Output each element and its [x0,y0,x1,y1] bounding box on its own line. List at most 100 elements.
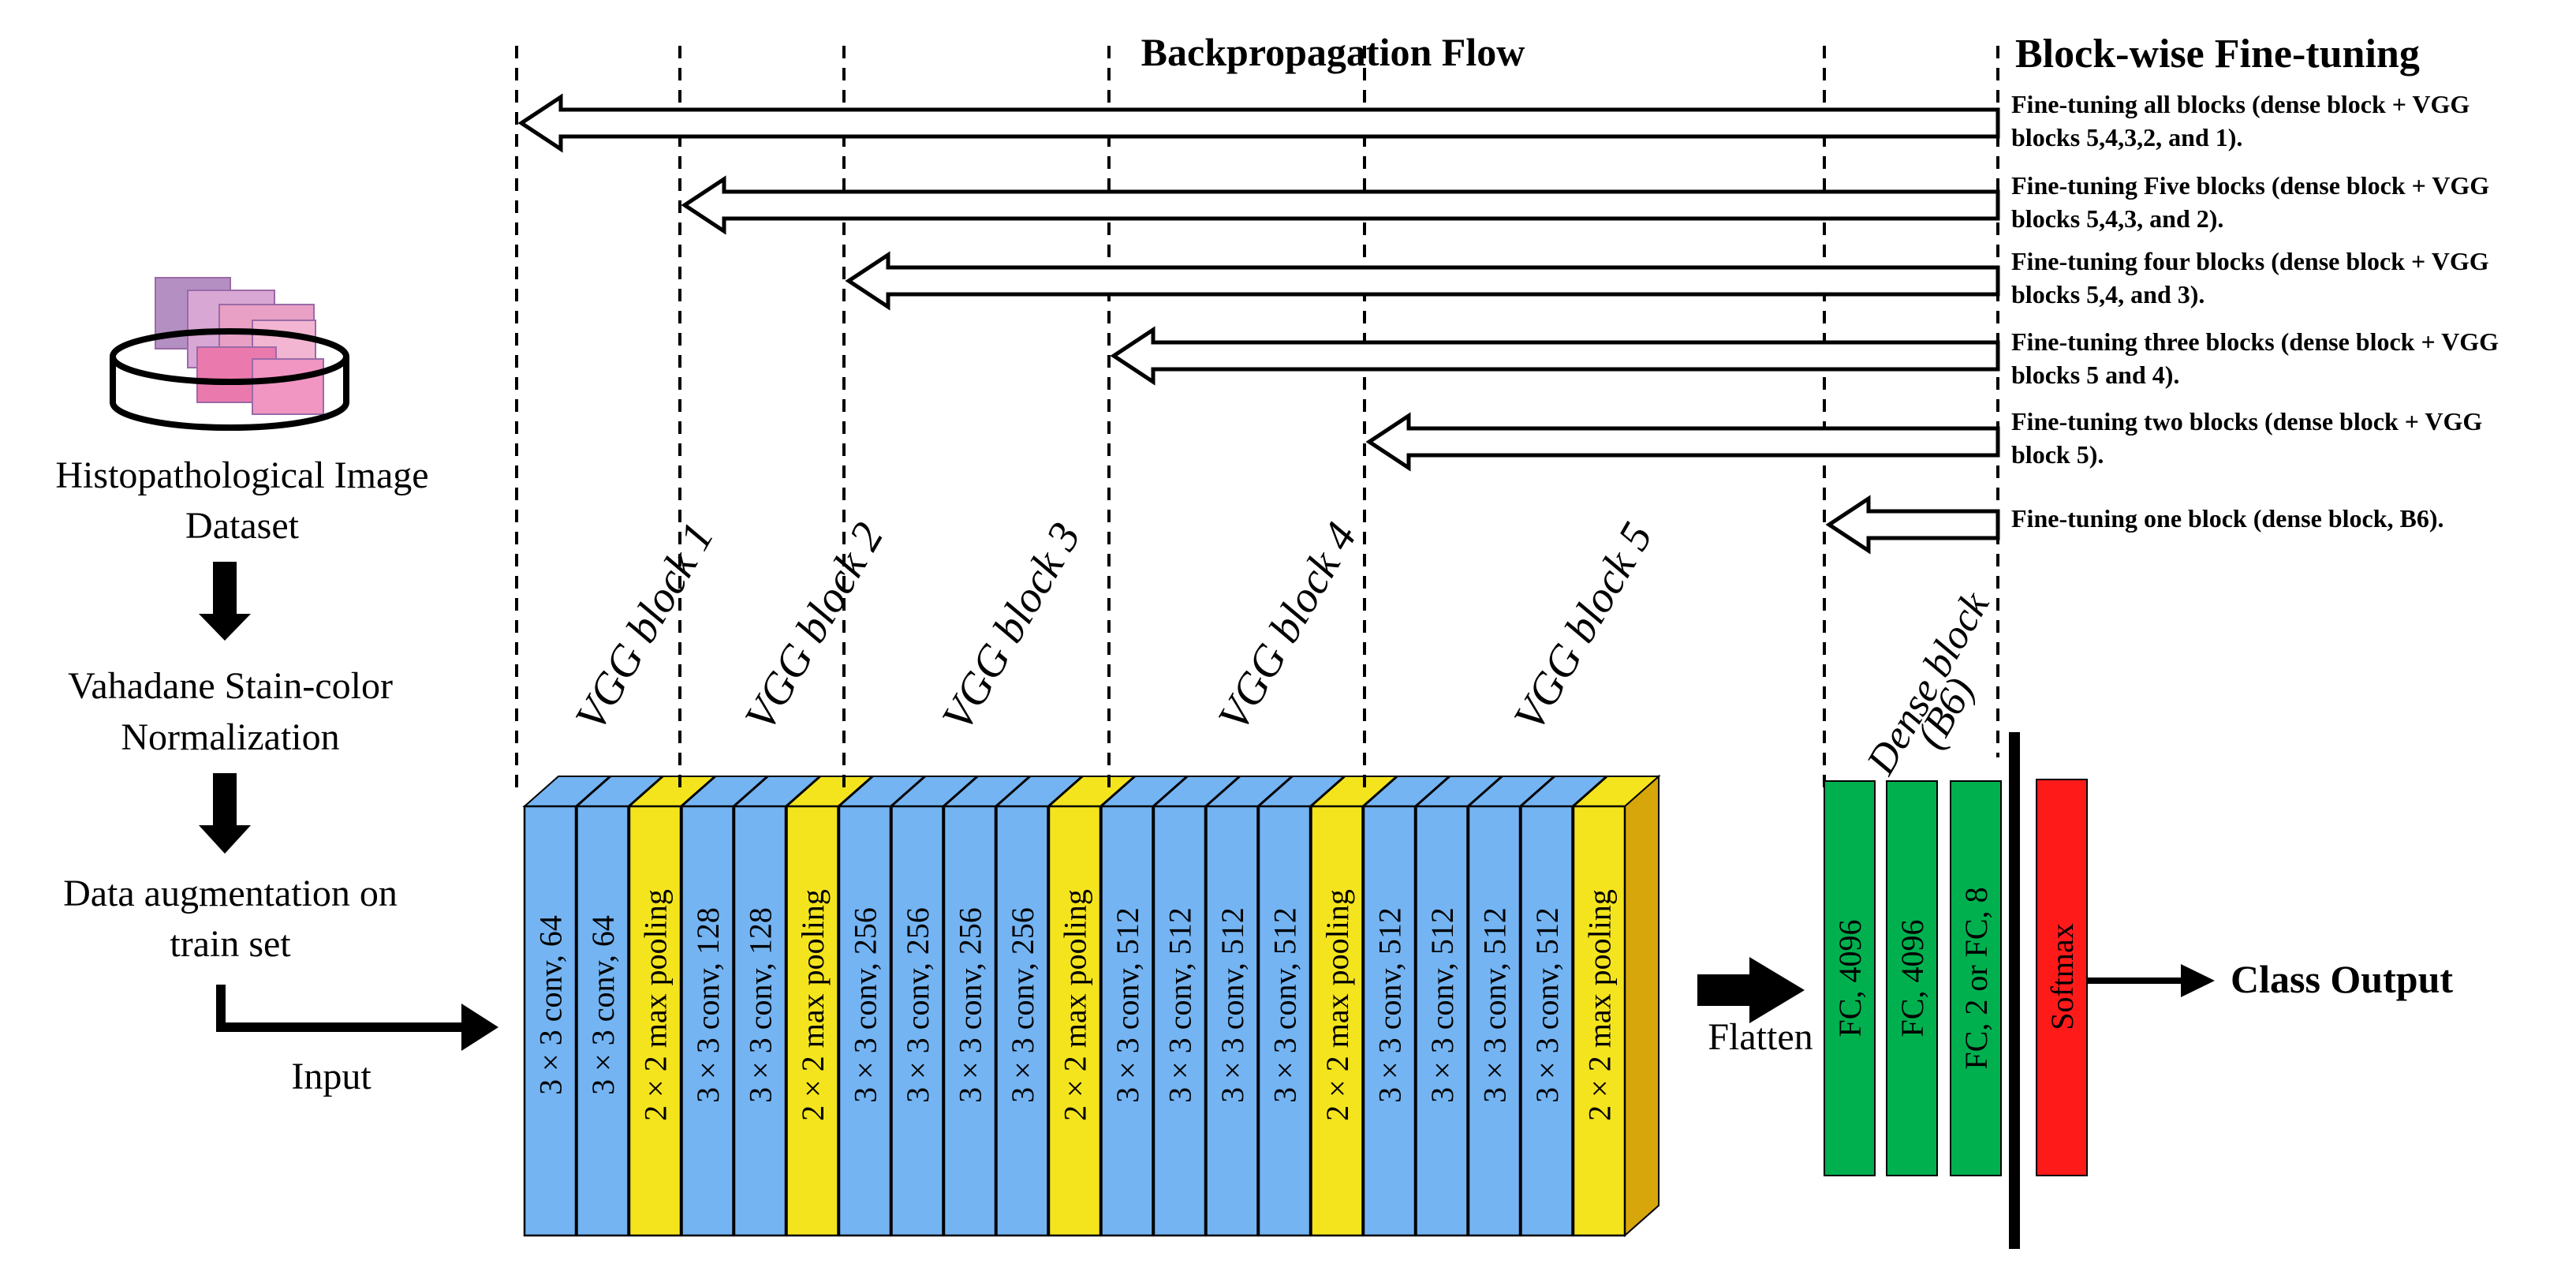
layer-label: 2 × 2 max pooling [1320,889,1355,1121]
finetuning-title: Block-wise Fine-tuning [2015,32,2420,77]
layer-pool: 2 × 2 max pooling [627,776,717,1237]
layer-front-face [1205,805,1259,1237]
vgg-block-label: VGG block 2 [736,514,894,738]
layer-conv: 3 × 3 conv, 256 [889,776,980,1237]
dense-layer-box [1824,780,1876,1176]
layer-conv: 3 × 3 conv, 64 [522,776,612,1237]
pipeline-step-augmentation: Data augmentation on [63,873,398,914]
finetune-option-text: Fine-tuning four blocks (dense block + V… [2011,247,2489,275]
pipeline-step-normalization: Vahadane Stain-color [68,665,393,707]
layer-front-face [1467,805,1521,1237]
layer-label: 2 × 2 max pooling [795,889,831,1121]
softmax-box [2036,779,2088,1176]
backprop-arrow [1110,326,2000,386]
layer-conv: 3 × 3 conv, 512 [1518,776,1609,1237]
layer-label: 2 × 2 max pooling [638,889,674,1121]
layer-label: 3 × 3 conv, 512 [1163,907,1198,1103]
layer-label: 3 × 3 conv, 128 [690,907,726,1103]
layer-pool: 2 × 2 max pooling [784,776,875,1237]
dataset-icon [110,277,349,431]
layer-front-face [838,805,892,1237]
dense-layer-label: FC, 2 or FC, 8 [1958,887,1994,1069]
layer-front-face [1362,805,1417,1237]
layer-pool: 2 × 2 max pooling [1309,776,1399,1237]
layer-front-face [1572,805,1626,1237]
finetune-option-text: Fine-tuning one block (dense block, B6). [2011,504,2444,533]
layer-front-face [681,805,734,1237]
dense-layer-box [1950,780,2002,1176]
layer-label: 3 × 3 conv, 256 [953,907,988,1103]
layer-label: 2 × 2 max pooling [1058,889,1093,1121]
softmax-label: Softmax [2044,923,2080,1030]
dense-layer-box [1886,780,1938,1176]
input-label: Input [291,1056,371,1097]
layer-conv: 3 × 3 conv, 256 [837,776,927,1237]
layer-label: 3 × 3 conv, 512 [1110,907,1145,1103]
layer-label: 2 × 2 max pooling [1582,889,1618,1121]
dataset-cylinder-body [110,357,349,431]
layer-front-face [1520,805,1574,1237]
flatten-arrow [1697,957,1805,1023]
layer-label: 3 × 3 conv, 512 [1424,907,1460,1103]
tissue-image-tile [252,358,324,415]
vgg-layer-stack: 3 × 3 conv, 64 3 × 3 conv, 64 2 × 2 max po… [522,774,1661,1238]
layer-label: 3 × 3 conv, 64 [533,915,569,1095]
layer-conv: 3 × 3 conv, 512 [1413,776,1504,1237]
layer-conv: 3 × 3 conv, 256 [994,776,1085,1237]
vgg-block-label: VGG block 3 [933,514,1091,738]
vgg-block-label: VGG block 4 [1209,514,1367,738]
dense-layer: FC, 2 or FC, 8 [1950,780,2002,1176]
layer-front-face [1152,805,1207,1237]
layer-label: 3 × 3 conv, 512 [1477,907,1513,1103]
dense-layer-label: FC, 4096 [1895,920,1930,1037]
input-arrow-line [216,985,465,1032]
layer-label: 3 × 3 conv, 64 [585,915,621,1095]
layer-conv: 3 × 3 conv, 512 [1152,776,1241,1237]
backprop-arrow [517,93,2000,153]
dense-block-label: Dense block [1858,584,1999,782]
layer-label: 3 × 3 conv, 256 [900,907,935,1103]
dense-layer-label: FC, 4096 [1832,920,1868,1037]
layer-front-face [733,805,787,1237]
finetune-option-text: Fine-tuning all blocks (dense block + VG… [2011,90,2470,118]
finetune-option-text: blocks 5 and 4). [2011,361,2179,389]
pipeline-step-dataset: Dataset [185,505,300,547]
layer-conv: 3 × 3 conv, 512 [1099,776,1189,1237]
layer-pool: 2 × 2 max pooling [1047,776,1137,1237]
finetune-option-text: blocks 5,4,3,2, and 1). [2011,123,2242,151]
finetune-option-text: Fine-tuning two blocks (dense block + VG… [2011,407,2482,436]
layer-label: 3 × 3 conv, 512 [1215,907,1250,1103]
layer-label: 3 × 3 conv, 512 [1267,907,1303,1103]
finetune-option-text: block 5). [2011,440,2104,469]
layer-front-face [1100,805,1154,1237]
layer-front-face [1310,805,1364,1237]
layer-front-face [1257,805,1312,1237]
backprop-arrow [1825,495,2000,555]
separator-bar [2009,732,2020,1249]
layer-label: 3 × 3 conv, 512 [1372,907,1408,1103]
pipeline-arrow-down [199,562,251,641]
layer-front-face [995,805,1049,1237]
backprop-arrow [1365,412,2000,472]
layer-conv: 3 × 3 conv, 128 [679,776,770,1237]
dense-layer: FC, 4096 [1886,780,1938,1176]
finetune-option-text: Fine-tuning three blocks (dense block + … [2011,327,2499,356]
pipeline-step-dataset: Histopathological Image [55,454,428,496]
layer-label: 3 × 3 conv, 128 [743,907,778,1103]
layer-label: 3 × 3 conv, 256 [848,907,883,1103]
layer-conv: 3 × 3 conv, 512 [1466,776,1556,1237]
backpropagation-title: Backpropagation Flow [1141,30,1525,74]
layer-conv: 3 × 3 conv, 64 [574,776,665,1237]
layer-front-face [786,805,839,1237]
layer-front-face [1415,805,1469,1237]
output-arrow-head [2181,964,2215,997]
layer-front-face [1047,805,1102,1237]
layer-label: 3 × 3 conv, 512 [1529,907,1565,1103]
finetune-option-text: Fine-tuning Five blocks (dense block + V… [2011,171,2489,200]
stack-side-face [1624,774,1659,1238]
layer-conv: 3 × 3 conv, 128 [732,776,822,1237]
layer-front-face [576,805,629,1237]
layer-conv: 3 × 3 conv, 256 [942,776,1032,1237]
layer-conv: 3 × 3 conv, 512 [1361,776,1451,1237]
